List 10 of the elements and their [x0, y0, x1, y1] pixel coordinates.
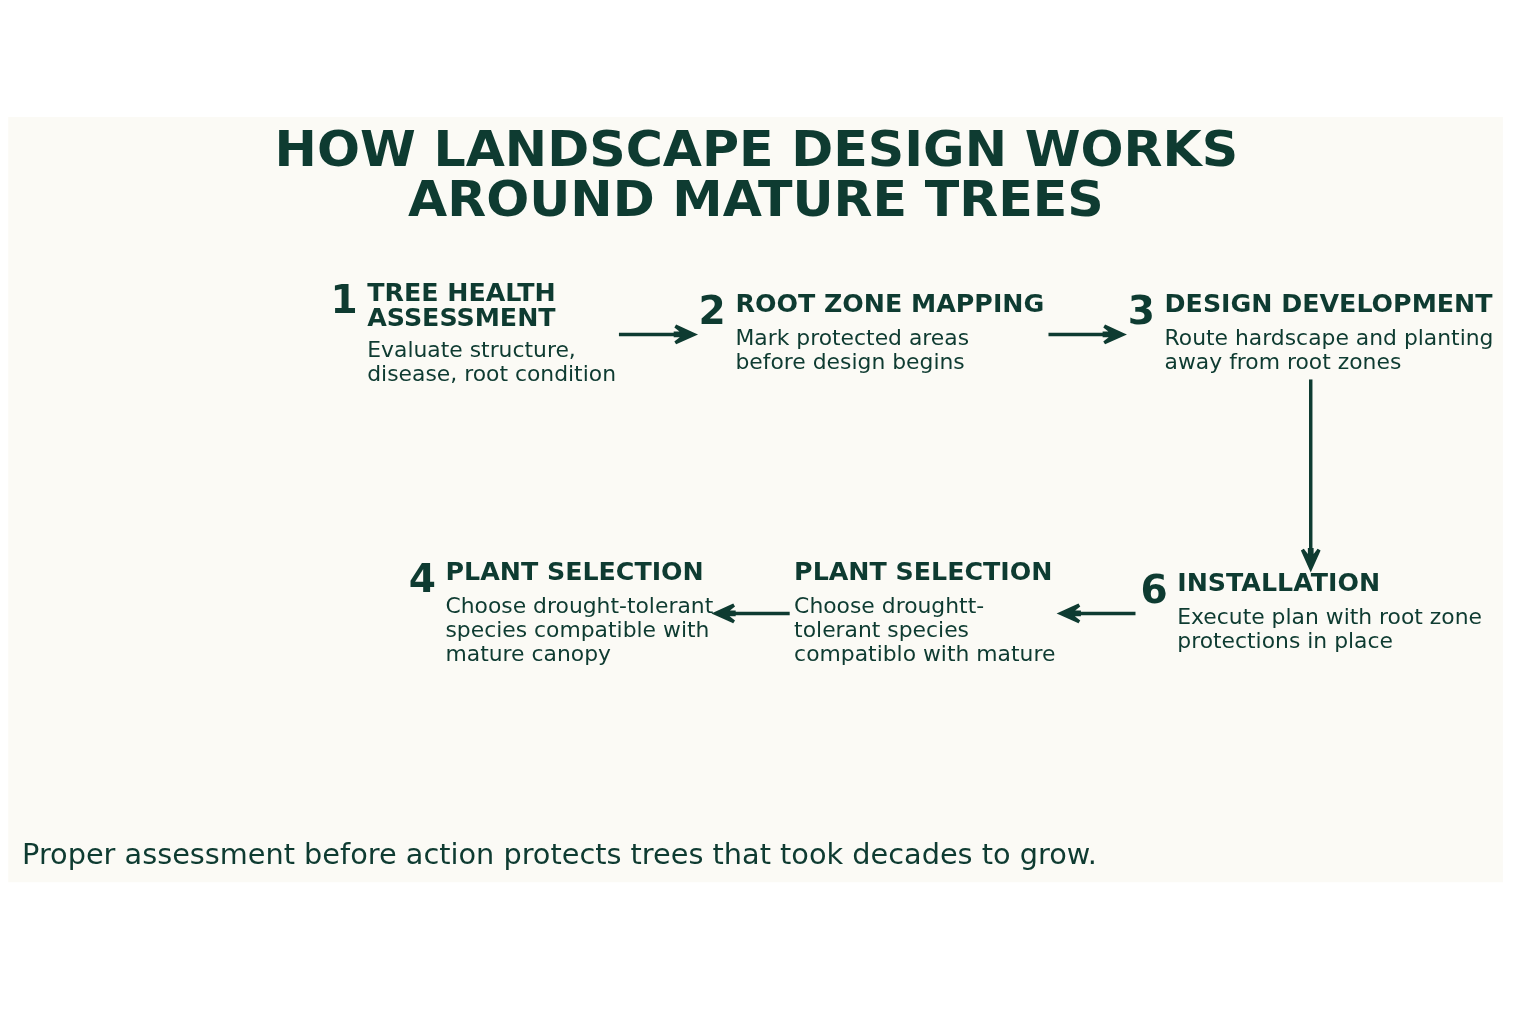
arrow — [713, 603, 790, 624]
arrow — [618, 324, 696, 345]
node-text: PLANT SELECTION Choose droughtt- tolerant species compatiblo with mature — [794, 556, 1056, 666]
arrow — [1300, 379, 1321, 570]
node-text: 6 INSTALLATION Execute plan with root zone protections in place — [1140, 567, 1483, 654]
arrow — [1059, 603, 1136, 624]
diagram-title: HOW LANDSCAPE DESIGN WORKS AROUND MATURE TREES — [274, 118, 1239, 229]
arrow — [1048, 324, 1125, 345]
node-text: 3 DESIGN DEVELOPMENT Route hardscape and planting away from root zones — [1127, 288, 1494, 375]
caption: Proper assessment before action protects trees that took decades to grow. — [22, 836, 1097, 871]
